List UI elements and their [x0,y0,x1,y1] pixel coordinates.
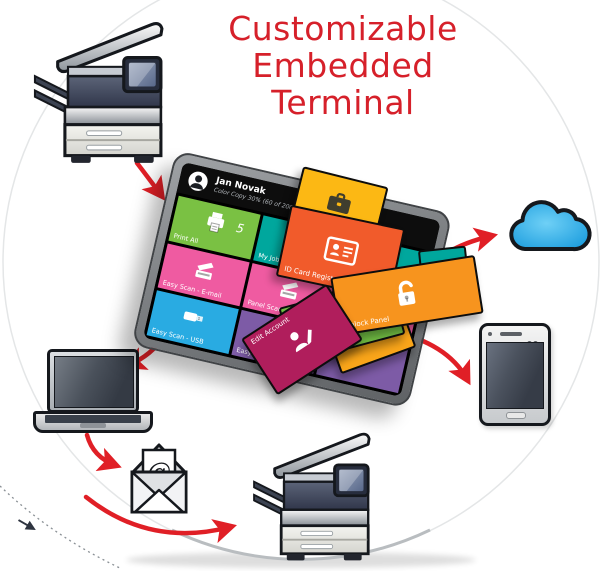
title-line-2: Embedded [252,46,434,85]
laptop-keyboard [45,415,141,423]
tile-easy-scan-usb[interactable]: Easy Scan - USB [146,290,239,355]
person-edit-icon [290,329,312,352]
card-job-actions[interactable]: Job Actions [289,166,389,243]
mfp-printer-top-icon [22,8,178,168]
cut-line [0,485,123,570]
laptop-touchpad [80,423,106,428]
laptop-base [33,411,153,433]
phone-camera-dot [488,332,492,336]
scanner-icon [195,262,214,280]
card-edit-account[interactable]: Edit Account [240,283,364,396]
usb-icon [183,311,204,323]
job-count-badge: 5 [234,220,246,237]
id-card-icon [323,235,359,266]
title-line-1: Customizable [228,9,458,48]
phone-screen [486,342,544,409]
tile-panel-scan[interactable]: Panel Scan [242,262,335,327]
email-envelope-icon: @ [130,443,188,514]
title-line-3: Terminal [271,83,415,122]
cloud-icon [509,200,592,252]
tile-print-all[interactable]: 5 Print All [168,195,261,260]
card-id-card-registration[interactable]: ID Card Registration [275,204,406,301]
unlock-icon [398,280,416,306]
scanner-icon [280,282,299,300]
page-title: Customizable Embedded Terminal [214,10,472,121]
laptop-icon [33,349,153,436]
user-avatar-icon [188,171,208,191]
laptop-screen-frame [47,349,139,413]
laptop-screen [54,356,134,408]
phone-sensor-dots [527,331,541,346]
card-unlock-panel[interactable]: Unlock Panel [330,254,484,337]
phone-speaker [500,332,522,336]
terminal-header: Jan Novak Color Copy 30% (60 of 200) [176,161,441,252]
printer-icon [207,211,225,234]
smartphone-icon [479,323,551,426]
briefcase-icon [327,192,351,214]
phone-home-button [506,412,526,419]
tile-easy-scan-email[interactable]: Easy Scan - E-mail [157,243,250,307]
mfp-printer-bottom-icon [234,420,392,565]
cut-mark-arrow [18,519,36,531]
